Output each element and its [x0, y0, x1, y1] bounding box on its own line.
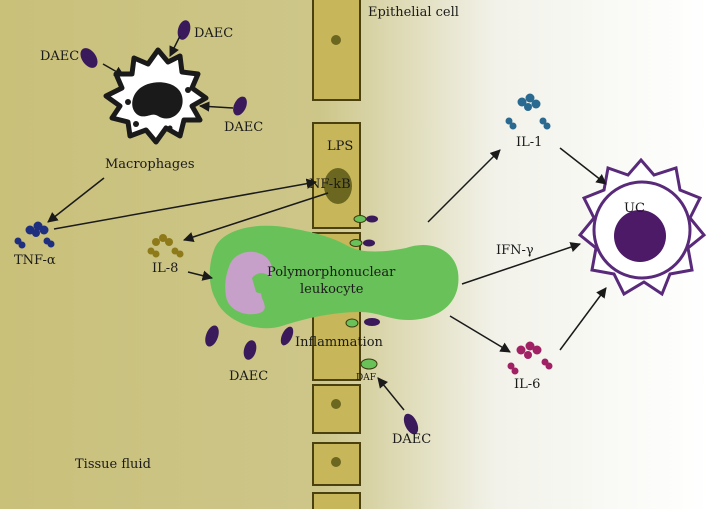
daec-bacterium [233, 96, 247, 116]
daec-bacterium [280, 326, 294, 346]
label-inflammation: Inflammation [295, 335, 384, 350]
label-epithelial-cell: Epithelial cell [368, 5, 459, 20]
neutrophil-body [209, 225, 459, 329]
epithelial-cell [312, 0, 361, 101]
phagosome [125, 99, 131, 105]
il-1-cluster [505, 93, 551, 130]
label-ifn-gamma: IFN-γ [496, 243, 534, 258]
epithelial-cell [312, 304, 361, 381]
arrow-pmn-to-il1 [427, 149, 501, 223]
daec-bacterium [80, 48, 98, 68]
phagosome [167, 125, 173, 131]
label-il-6: IL-6 [514, 377, 540, 392]
cell-nucleus [331, 457, 341, 467]
arrow-il1-to-uc [559, 147, 607, 185]
daf-receptor [360, 358, 378, 370]
arrow-daec-to-macrophage [169, 35, 181, 57]
daec-bacterium [243, 340, 257, 360]
label-daec: DAEC [224, 120, 263, 135]
arrow-il6-to-uc [559, 287, 607, 351]
uc-cell [577, 157, 707, 297]
daec-bacterium [205, 325, 219, 347]
il-8-cluster [147, 234, 184, 258]
arrow-tnf-to-nfkb [53, 178, 318, 230]
arrow-il8-to-pmn [187, 270, 214, 281]
cell-nucleus [331, 35, 341, 45]
arrow-daec-to-macrophage [102, 63, 125, 77]
label-tissue-fluid: Tissue fluid [75, 457, 151, 472]
arrow-nfkb-to-il8 [183, 192, 329, 243]
label-lps: LPS [327, 139, 353, 154]
epithelial-cell [312, 492, 361, 509]
label-il-8: IL-8 [152, 261, 178, 276]
label-daf: DAF [356, 373, 376, 383]
label-daec: DAEC [392, 432, 431, 447]
label-polymorphonuclear: Polymorphonuclear [267, 265, 396, 280]
daec-bacterium [177, 20, 191, 40]
arrows [47, 35, 607, 411]
label-daec: DAEC [229, 369, 268, 384]
phagosome [133, 121, 139, 127]
label-uc: UC [624, 201, 645, 216]
membrane-receptors [345, 215, 380, 328]
polymorphonuclear-leukocyte [209, 225, 459, 329]
label-tnf-alpha: TNF-α [14, 253, 56, 268]
label-daec: DAEC [194, 26, 233, 41]
daec-bacterium [403, 413, 419, 435]
arrow-daec-to-daf [377, 377, 405, 411]
arrow-daec-to-macrophage [198, 101, 234, 112]
arrow-pmn-to-il6 [449, 315, 511, 353]
label-daec: DAEC [40, 49, 79, 64]
nf-kb-nucleus [324, 168, 352, 204]
tnf-alpha-cluster [14, 221, 55, 249]
il-6-cluster [507, 341, 553, 375]
label-leukocyte: leukocyte [300, 282, 364, 297]
label-nf-kb: NF-kB [309, 177, 351, 192]
macrophage-nucleus [132, 82, 183, 119]
neutrophil-nucleus [225, 251, 273, 315]
phagosome [185, 87, 191, 93]
label-macrophages: Macrophages [105, 157, 195, 172]
cell-nucleus [331, 399, 341, 409]
label-il-1: IL-1 [516, 135, 542, 150]
arrow-macrophages-to-tnf [47, 177, 105, 223]
uc-nucleus [614, 210, 666, 262]
neutrophil-nucleus-lobe [252, 273, 273, 294]
arrow-pmn-to-ifn [461, 242, 581, 285]
epithelial-cell [312, 384, 361, 434]
